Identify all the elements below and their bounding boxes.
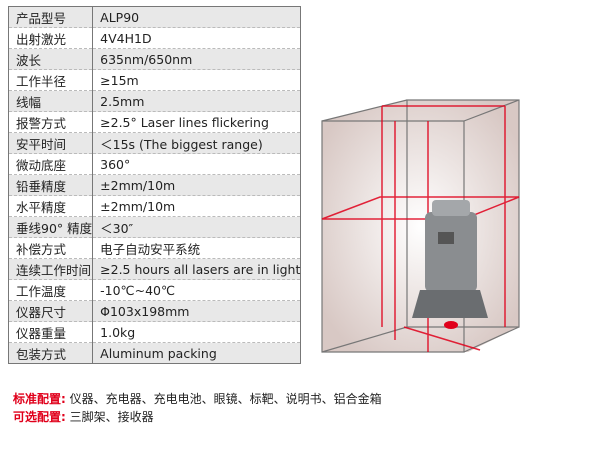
spec-value: ＜15s (The biggest range) [92,132,301,154]
spec-value: ＜30″ [92,216,301,238]
spec-row: 垂线90° 精度＜30″ [8,216,301,238]
laser-level-device [412,200,488,318]
spec-value: 360° [92,153,301,175]
optional-config: 可选配置: 三脚架、接收器 [13,408,154,425]
spec-label: 产品型号 [8,6,94,28]
standard-config-value: 仪器、充电器、充电电池、眼镜、标靶、说明书、铝合金箱 [65,392,382,406]
optional-config-label: 可选配置: [13,410,66,424]
spec-label: 连续工作时间 [8,258,94,280]
spec-label: 工作半径 [8,69,94,91]
optional-config-value: 三脚架、接收器 [65,410,154,424]
spec-label: 报警方式 [8,111,94,133]
spec-label: 安平时间 [8,132,94,154]
standard-config-label: 标准配置: [13,392,66,406]
spec-value: 2.5mm [92,90,301,112]
standard-config: 标准配置: 仪器、充电器、充电电池、眼镜、标靶、说明书、铝合金箱 [13,390,382,407]
spec-value: 4V4H1D [92,27,301,49]
spec-label: 铅垂精度 [8,174,94,196]
spec-value: ±2mm/10m [92,195,301,217]
spec-value: 电子自动安平系统 [92,237,301,259]
spec-label: 工作温度 [8,279,94,301]
spec-label: 补偿方式 [8,237,94,259]
spec-value: -10℃~40℃ [92,279,301,301]
spec-label: 微动底座 [8,153,94,175]
spec-value: 635nm/650nm [92,48,301,70]
spec-value: ≥2.5° Laser lines flickering [92,111,301,133]
spec-value: Φ103x198mm [92,300,301,322]
spec-label: 包装方式 [8,342,94,364]
spec-value: ALP90 [92,6,301,28]
spec-value: ≥2.5 hours all lasers are in light [92,258,301,280]
spec-label: 仪器重量 [8,321,94,343]
laser-cube-illustration [321,99,520,353]
spec-label: 垂线90° 精度 [8,216,94,238]
spec-label: 出射激光 [8,27,94,49]
spec-row: 安平时间＜15s (The biggest range) [8,132,301,154]
spec-value: Aluminum packing [92,342,301,364]
spec-row: 补偿方式电子自动安平系统 [8,237,301,259]
spec-row: 铅垂精度±2mm/10m [8,174,301,196]
spec-label: 水平精度 [8,195,94,217]
spec-row: 工作温度-10℃~40℃ [8,279,301,301]
spec-value: ±2mm/10m [92,174,301,196]
spec-row: 水平精度±2mm/10m [8,195,301,217]
spec-label: 波长 [8,48,94,70]
spec-value: 1.0kg [92,321,301,343]
spec-row: 报警方式≥2.5° Laser lines flickering [8,111,301,133]
spec-row: 工作半径≥15m [8,69,301,91]
spec-label: 仪器尺寸 [8,300,94,322]
spec-row: 连续工作时间≥2.5 hours all lasers are in light [8,258,301,280]
spec-value: ≥15m [92,69,301,91]
spec-label: 线幅 [8,90,94,112]
